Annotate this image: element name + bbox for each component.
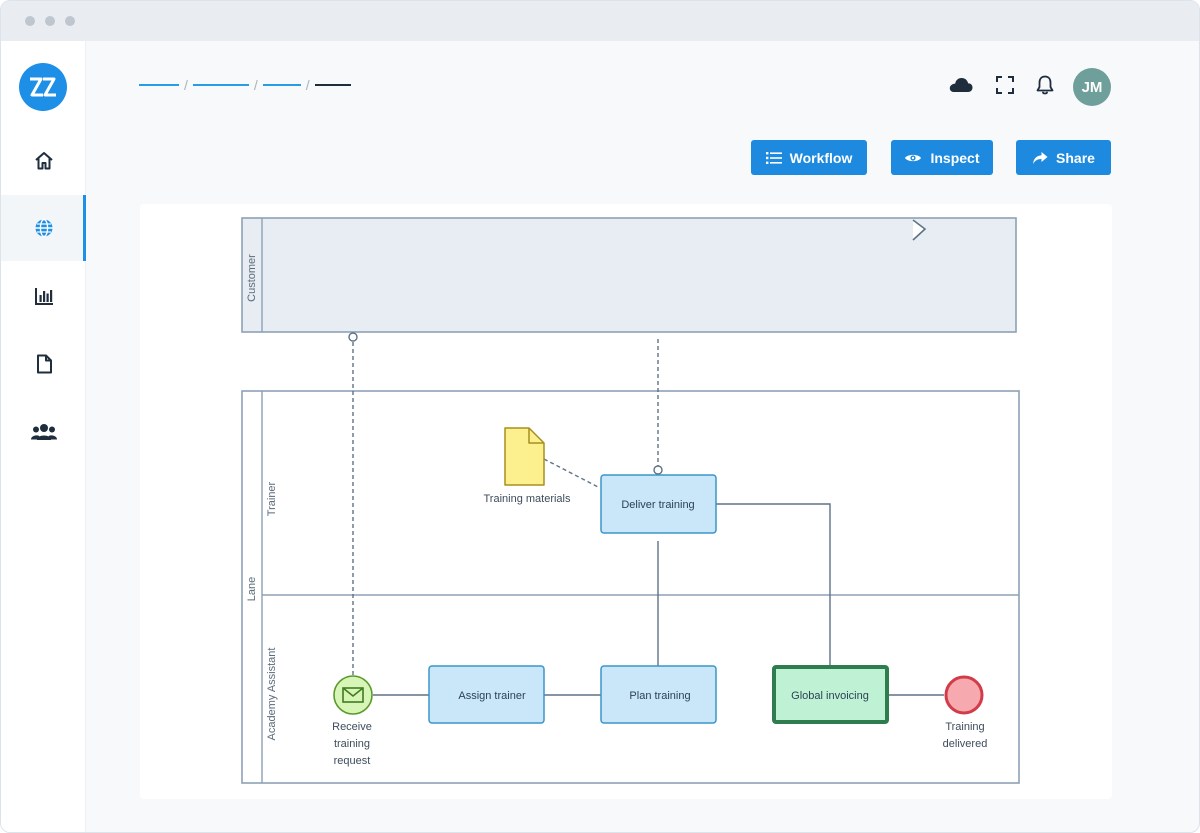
data-object-label: Training materials <box>483 493 571 505</box>
sidebar <box>1 41 86 832</box>
bar-chart-icon <box>34 288 53 305</box>
task-deliver-training[interactable] <box>600 474 717 534</box>
academy-assistant-lane-label: Academy Assistant <box>266 648 278 741</box>
sidebar-item-team[interactable] <box>1 399 86 465</box>
collapse-arrow-icon[interactable] <box>912 219 927 241</box>
fullscreen-button[interactable] <box>992 72 1018 98</box>
fullscreen-icon <box>996 76 1014 94</box>
customer-pool-label: Customer <box>246 254 258 302</box>
avatar-initials: JM <box>1081 78 1103 96</box>
share-label: Share <box>1056 149 1095 166</box>
end-event[interactable] <box>944 675 984 715</box>
bpmn-diagram: Customer Lane Trainer Academy Assistant <box>241 217 1020 784</box>
end-event-label-line1: Training <box>945 721 984 733</box>
breadcrumb-item[interactable] <box>192 84 249 86</box>
share-icon <box>1033 151 1048 164</box>
sidebar-item-home[interactable] <box>1 128 86 194</box>
document-icon <box>36 354 52 374</box>
data-association <box>543 458 601 489</box>
breadcrumb-separator: / <box>253 77 258 93</box>
inspect-label: Inspect <box>930 149 980 166</box>
window-dot <box>25 16 35 26</box>
task-assign-trainer-label: Assign trainer <box>458 690 526 702</box>
title-bar <box>1 1 1199 41</box>
share-button[interactable]: Share <box>1016 140 1111 175</box>
subprocess-global-invoicing-label: Global invoicing <box>791 690 869 702</box>
globe-icon <box>35 218 52 238</box>
end-event-label-line2: delivered <box>943 738 988 750</box>
logo-icon <box>30 77 56 97</box>
document-icon[interactable] <box>504 427 545 486</box>
lane-pool-label: Lane <box>246 577 258 601</box>
sidebar-item-document[interactable] <box>1 331 86 397</box>
inspect-button[interactable]: Inspect <box>891 140 993 175</box>
envelope-flap <box>342 687 364 698</box>
diagram-canvas: Customer Lane Trainer Academy Assistant <box>140 204 1112 799</box>
cloud-button[interactable] <box>948 72 974 98</box>
sidebar-item-analytics[interactable] <box>1 263 86 329</box>
bell-icon <box>1036 75 1054 95</box>
window-dot <box>65 16 75 26</box>
message-flow-start-marker <box>348 332 358 342</box>
start-event-label-line3: request <box>334 755 371 767</box>
task-plan-training-label: Plan training <box>629 690 690 702</box>
workflow-label: Workflow <box>789 149 853 166</box>
subprocess-global-invoicing[interactable] <box>772 665 889 724</box>
breadcrumb-separator: / <box>305 77 310 93</box>
task-deliver-training-label: Deliver training <box>621 499 694 511</box>
window-dot <box>45 16 55 26</box>
start-event-label-line1: Receive <box>332 721 372 733</box>
breadcrumb-current <box>314 84 351 86</box>
users-icon <box>30 424 57 440</box>
breadcrumb-item[interactable] <box>139 84 179 86</box>
task-plan-training[interactable] <box>600 665 717 724</box>
eye-icon <box>905 154 922 161</box>
trainer-lane-label: Trainer <box>266 481 278 516</box>
start-event-label-line2: training <box>334 738 370 750</box>
notifications-button[interactable] <box>1032 72 1058 98</box>
workflow-button[interactable]: Workflow <box>751 140 867 175</box>
sidebar-item-globe[interactable] <box>1 195 86 261</box>
sequence-flow <box>716 503 831 666</box>
document-fold <box>528 428 544 444</box>
task-assign-trainer[interactable] <box>428 665 545 724</box>
cloud-icon <box>949 78 973 92</box>
breadcrumb-separator: / <box>184 77 188 93</box>
list-icon <box>765 151 782 164</box>
envelope-icon <box>342 687 364 703</box>
message-flow-start-marker <box>653 465 663 475</box>
app-logo[interactable] <box>19 63 67 111</box>
home-icon <box>34 152 53 170</box>
user-avatar[interactable]: JM <box>1073 68 1111 106</box>
breadcrumb-item[interactable] <box>262 84 301 86</box>
customer-pool[interactable] <box>241 217 1017 333</box>
breadcrumb: / / / <box>139 77 351 93</box>
